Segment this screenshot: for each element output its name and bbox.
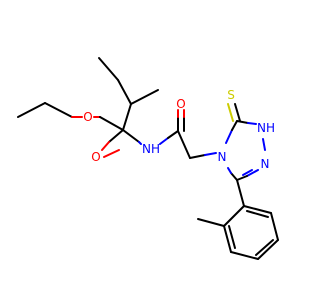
bond	[242, 169, 253, 176]
bond	[223, 205, 245, 227]
amide-nh-label: NH	[142, 142, 160, 156]
amide-oxygen-label: O	[176, 97, 185, 111]
bond	[230, 251, 259, 260]
bond	[246, 210, 269, 218]
bond	[247, 122, 257, 125]
bond	[103, 149, 120, 158]
bond	[99, 116, 124, 131]
bond	[236, 179, 245, 207]
bond	[227, 167, 232, 174]
thione-sulfur-label: S	[227, 88, 235, 102]
bond	[122, 129, 140, 143]
ring-nh-label: NH	[257, 121, 275, 135]
bond	[262, 138, 266, 151]
bond	[230, 172, 238, 181]
bond	[270, 212, 279, 241]
bond	[17, 102, 46, 118]
ring-n4-label: N	[218, 150, 227, 164]
bond	[234, 103, 241, 122]
bond	[108, 129, 124, 143]
bond	[122, 103, 132, 131]
bond	[189, 154, 206, 159]
ester-oxygen-label: O	[83, 110, 92, 124]
bond	[255, 239, 274, 256]
ring-n2-label: N	[261, 157, 270, 171]
bond	[138, 141, 142, 145]
molecule-structure: O O NH O S NH N N	[17, 57, 279, 260]
bond	[159, 137, 169, 145]
bond	[98, 57, 119, 81]
bond	[117, 79, 132, 105]
bond	[236, 120, 249, 124]
bond	[177, 130, 191, 159]
bond	[236, 175, 248, 181]
bond	[223, 225, 232, 253]
carbonyl-oxygen-label: O	[91, 150, 100, 164]
structure-canvas: O O NH O S NH N N	[17, 57, 279, 260]
bond	[227, 103, 234, 122]
bond	[197, 218, 225, 227]
bond	[101, 141, 110, 151]
bond	[130, 89, 159, 105]
bond	[243, 205, 272, 214]
bond	[225, 129, 233, 144]
bond	[44, 102, 73, 118]
bond	[246, 169, 259, 177]
bond	[231, 120, 238, 131]
bond	[167, 130, 179, 139]
bond	[228, 225, 236, 249]
bond	[204, 152, 217, 156]
bond	[257, 239, 279, 260]
